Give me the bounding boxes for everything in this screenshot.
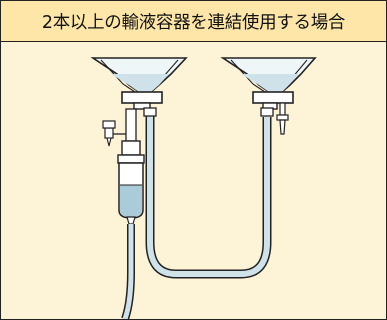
drip-set-left xyxy=(102,108,145,319)
infusion-connection-illustration xyxy=(90,57,317,319)
infusion-container-left xyxy=(90,57,188,110)
diagram-title: 2本以上の輸液容器を連結使用する場合 xyxy=(41,12,346,33)
title-bar: 2本以上の輸液容器を連結使用する場合 xyxy=(1,1,386,42)
connecting-tube xyxy=(143,107,274,279)
infusion-container-right xyxy=(220,57,317,135)
